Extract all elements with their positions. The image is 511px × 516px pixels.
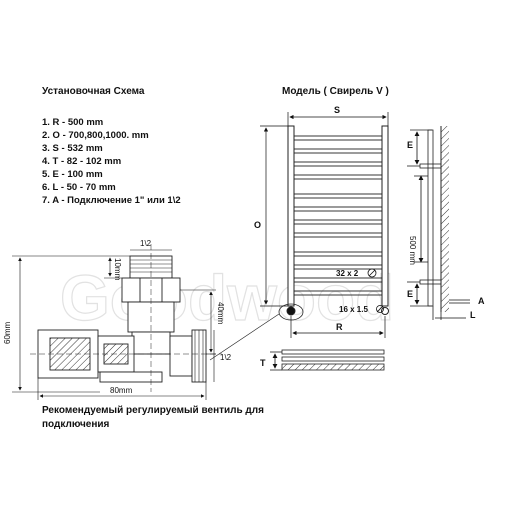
dimension-r [290,316,386,338]
label-o: O [254,220,261,230]
label-500mm: 500 mm [408,236,417,265]
spec-item-r: 1. R - 500 mm [42,117,104,128]
label-60mm: 60mm [3,321,12,344]
spec-item-l: 6. L - 50 - 70 mm [42,182,116,193]
radiator-top-view [270,349,385,371]
radiator-side-view [407,126,470,320]
spec-item-s: 3. S - 532 mm [42,143,103,154]
towel-radiator [209,125,389,361]
label-80mm: 80mm [110,386,133,395]
spec-item-o: 2. O - 700,800,1000. mm [42,130,149,141]
spec-item-a: 7. A - Подключение 1" или 1\2 [42,195,181,206]
label-a: A [478,296,485,306]
label-e-bottom: E [407,289,413,299]
spec-item-t: 4. T - 82 - 102 mm [42,156,122,167]
recommended-valve-caption: Рекомендуемый регулируемый вентиль для п… [42,404,302,432]
recommend-line-1: Рекомендуемый регулируемый вентиль для [42,405,264,416]
installation-scheme-title: Установочная Схема [42,86,145,97]
spec-item-e: 5. E - 100 mm [42,169,103,180]
model-title: Модель ( Свирель V ) [282,86,389,97]
label-e-top: E [407,140,413,150]
label-pipe-32: 32 x 2 [336,269,359,278]
dimension-s [287,112,389,126]
label-r: R [336,322,343,332]
spec-list: 1. R - 500 mm 2. O - 700,800,1000. mm 3.… [42,116,181,207]
valve-drawing [30,244,222,392]
label-t: T [260,358,266,368]
pipe-16-symbol [376,305,384,313]
valve-dimensions [12,249,216,400]
label-thread-top: 1\2 [140,239,152,248]
label-40mm: 40mm [216,302,225,325]
label-s: S [334,105,340,115]
label-10mm: 10mm [113,258,122,281]
recommend-line-2: подключения [42,419,110,430]
label-pipe-16: 16 x 1.5 [339,305,368,314]
label-thread-side: 1\2 [220,353,232,362]
pipe-32-symbol [367,268,377,278]
dimension-o [260,125,288,307]
watermark-logo: Goodwood [60,262,394,334]
label-l: L [470,310,476,320]
